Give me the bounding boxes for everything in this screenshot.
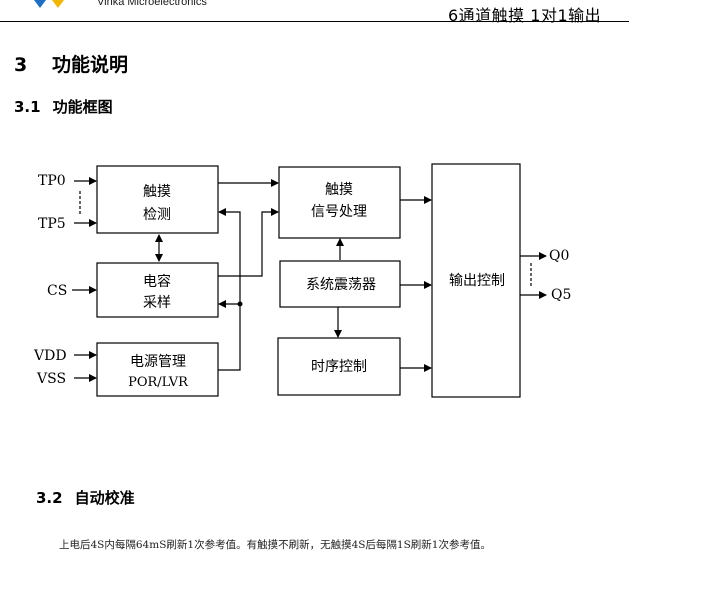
label-power-mgmt-1: 电源管理 <box>130 354 186 370</box>
subsection-number: 3.2 <box>36 489 63 507</box>
vinka-logo-icon <box>30 0 90 14</box>
label-oscillator: 系统震荡器 <box>306 277 376 293</box>
brand-name: Vinka Microelectronics <box>97 0 207 8</box>
pin-label-vdd: VDD <box>33 348 67 364</box>
calibration-paragraph: 上电后4S内每隔64mS刷新1次参考值。有触摸不刷新，无触摸4S后每隔1S刷新1… <box>59 539 491 551</box>
pin-label-q5: Q5 <box>551 287 571 303</box>
header-rule <box>0 21 629 22</box>
label-power-mgmt-2: POR/LVR <box>128 375 189 390</box>
label-timing-ctrl: 时序控制 <box>311 359 367 375</box>
section-number: 3 <box>14 54 28 76</box>
section-heading: 3 功能说明 <box>14 50 128 77</box>
pin-label-cs: CS <box>47 283 67 299</box>
label-output-ctrl: 输出控制 <box>449 273 505 289</box>
block-timing-ctrl <box>277 337 401 396</box>
document-title: 6通道触摸 1对1输出 <box>448 6 602 25</box>
pin-label-q0: Q0 <box>549 248 569 264</box>
label-touch-detect-2: 检测 <box>143 207 171 223</box>
arrow-power-detect <box>218 208 241 371</box>
pin-label-tp5: TP5 <box>38 216 66 232</box>
section-title: 功能说明 <box>52 54 129 76</box>
subsection-title: 功能框图 <box>52 98 113 116</box>
block-touch-detect <box>96 165 219 234</box>
label-touch-detect-1: 触摸 <box>143 184 171 200</box>
block-output-ctrl <box>431 163 521 398</box>
label-cap-sample-1: 电容 <box>143 273 171 290</box>
block-touch-process <box>278 166 401 239</box>
subsection-number: 3.1 <box>14 98 41 116</box>
pin-label-vss: VSS <box>36 371 66 387</box>
subsection-heading-block-diagram: 3.1 功能框图 <box>14 96 113 117</box>
label-touch-process-1: 触摸 <box>325 182 353 198</box>
arrow-sample-process <box>218 208 279 277</box>
label-touch-process-2: 信号处理 <box>311 204 367 220</box>
block-oscillator <box>279 260 401 308</box>
junction-dot <box>237 301 243 307</box>
block-cap-sample <box>96 262 219 318</box>
pin-label-tp0: TP0 <box>38 173 66 189</box>
label-cap-sample-2: 采样 <box>143 295 171 311</box>
subsection-heading-auto-calibration: 3.2 自动校准 <box>36 487 135 508</box>
subsection-title: 自动校准 <box>74 489 135 507</box>
